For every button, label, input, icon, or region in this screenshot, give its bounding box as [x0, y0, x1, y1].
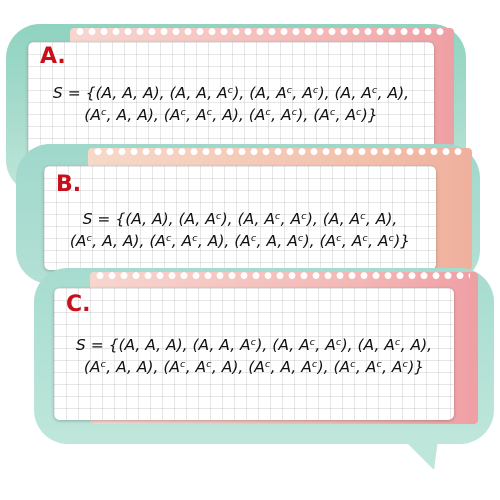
notepad-holes-b [92, 142, 464, 158]
sample-space-a-line2: (Aᶜ, A, A), (Aᶜ, Aᶜ, A), (Aᶜ, Aᶜ), (Aᶜ, … [84, 106, 378, 124]
notepad-b [44, 166, 436, 270]
sample-space-c: S = {(A, A, A), (A, A, Aᶜ), (A, Aᶜ, Aᶜ),… [54, 334, 454, 378]
sample-space-b-line2: (Aᶜ, A, A), (Aᶜ, Aᶜ, A), (Aᶜ, A, Aᶜ), (A… [69, 232, 411, 250]
notepad-holes-c [94, 266, 470, 282]
speech-bubble-tail [404, 440, 438, 470]
sample-space-c-line1: S = {(A, A, A), (A, A, Aᶜ), (A, Aᶜ, Aᶜ),… [75, 336, 433, 354]
option-label-c: C. [66, 292, 91, 317]
option-label-a: A. [40, 44, 66, 69]
sample-space-c-line2: (Aᶜ, A, A), (Aᶜ, Aᶜ, A), (Aᶜ, A, Aᶜ), (A… [83, 358, 425, 376]
notepad-holes-a [74, 22, 446, 38]
sample-space-a: S = {(A, A, A), (A, A, Aᶜ), (A, Aᶜ, Aᶜ),… [28, 82, 434, 126]
notepad-c [54, 288, 454, 420]
option-label-b: B. [56, 172, 82, 197]
sample-space-b-line1: S = {(A, A), (A, Aᶜ), (A, Aᶜ, Aᶜ), (A, A… [82, 210, 398, 228]
sample-space-a-line1: S = {(A, A, A), (A, A, Aᶜ), (A, Aᶜ, Aᶜ),… [52, 84, 410, 102]
sample-space-b: S = {(A, A), (A, Aᶜ), (A, Aᶜ, Aᶜ), (A, A… [44, 208, 436, 252]
